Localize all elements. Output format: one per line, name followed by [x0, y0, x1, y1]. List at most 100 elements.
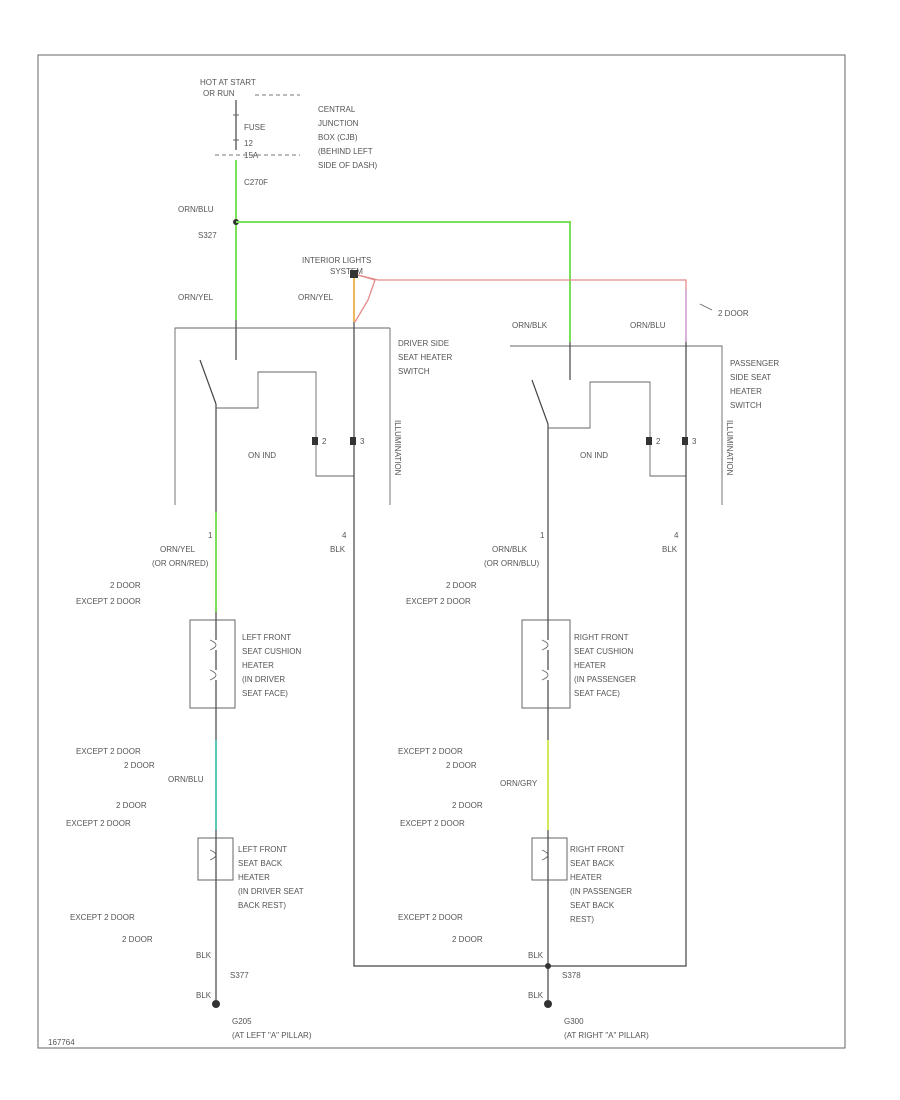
pass-illumination: ILLUMINATION [725, 420, 734, 476]
driver-on-ind: ON IND [248, 451, 276, 460]
pass-switch-label-2: SIDE SEAT [730, 373, 771, 382]
right-splice: S378 [562, 971, 581, 980]
right-two-door-1: 2 DOOR [446, 581, 477, 590]
left-cushion-heater [189, 619, 236, 709]
left-cushion-3: HEATER [242, 661, 274, 670]
pass-switch-label-3: HEATER [730, 387, 762, 396]
right-ground-icon [544, 1000, 552, 1008]
right-pin-1: 1 [540, 531, 545, 540]
left-pin-1: 1 [208, 531, 213, 540]
left-two-door-1: 2 DOOR [110, 581, 141, 590]
pass-wire-1: ORN/BLK [512, 321, 548, 330]
driver-on-ind-led [312, 437, 318, 445]
interior-lights-red-wire [357, 274, 687, 342]
fuse-number: 12 [244, 139, 253, 148]
passenger-switch-housing [510, 345, 723, 505]
driver-ind-ground [315, 440, 354, 477]
left-cushion-4: (IN DRIVER [242, 675, 285, 684]
left-pin-4: 4 [342, 531, 347, 540]
driver-illum-wire [354, 274, 376, 323]
pass-pin-2: 2 [656, 437, 661, 446]
right-cushion-2: SEAT CUSHION [574, 647, 633, 656]
driver-switch-contact [199, 359, 217, 405]
left-except-2: EXCEPT 2 DOOR [76, 747, 141, 756]
right-except-1: EXCEPT 2 DOOR [406, 597, 471, 606]
interior-lights-label-2: SYSTEM [330, 267, 363, 276]
left-blk-a: BLK [330, 545, 346, 554]
driver-pin-3: 3 [360, 437, 365, 446]
driver-switch-housing [174, 327, 390, 505]
cjb-label-5: SIDE OF DASH) [318, 161, 377, 170]
left-back-3: HEATER [238, 873, 270, 882]
right-cushion-heater [521, 619, 571, 709]
pass-wire-2: ORN/BLU [630, 321, 666, 330]
right-cushion-coil-icon [541, 639, 549, 681]
driver-wire-1: ORN/YEL [178, 293, 214, 302]
two-door-arrow [699, 303, 713, 311]
left-ground-2: (AT LEFT "A" PILLAR) [232, 1031, 312, 1040]
right-back-heater [531, 837, 568, 881]
pass-on-ind: ON IND [580, 451, 608, 460]
connector-c270f: C270F [244, 178, 268, 187]
cjb-label-2: JUNCTION [318, 119, 359, 128]
left-wire-2: (OR ORN/RED) [152, 559, 209, 568]
pass-switch-label-4: SWITCH [730, 401, 762, 410]
cjb-label-3: BOX (CJB) [318, 133, 358, 142]
right-cushion-5: SEAT FACE) [574, 689, 620, 698]
right-splice-dot [545, 963, 551, 969]
right-blk-b: BLK [528, 951, 544, 960]
right-two-door-4: 2 DOOR [452, 935, 483, 944]
left-cushion-1: LEFT FRONT [242, 633, 291, 642]
driver-switch-label-3: SWITCH [398, 367, 430, 376]
right-cushion-3: HEATER [574, 661, 606, 670]
driver-switch-label-1: DRIVER SIDE [398, 339, 449, 348]
right-except-4: EXCEPT 2 DOOR [398, 913, 463, 922]
two-door-arrow-label: 2 DOOR [718, 309, 749, 318]
pass-on-ind-circuit [548, 381, 651, 440]
figure-id: 167764 [48, 1038, 75, 1047]
left-blk-b: BLK [196, 951, 212, 960]
illumination-return-wire [353, 520, 687, 967]
power-source-label: HOT AT START [200, 78, 256, 87]
right-ground-1: G300 [564, 1017, 584, 1026]
pass-pin-3: 3 [692, 437, 697, 446]
driver-wire-2: ORN/YEL [298, 293, 334, 302]
cjb-label-4: (BEHIND LEFT [318, 147, 373, 156]
left-wire-3: ORN/BLU [168, 775, 204, 784]
left-back-2: SEAT BACK [238, 859, 283, 868]
left-wire-1: ORN/YEL [160, 545, 196, 554]
right-blk-a: BLK [662, 545, 678, 554]
pass-illum-led [682, 437, 688, 445]
feed-to-passenger-wire [236, 221, 571, 342]
left-back-coil-icon [209, 849, 217, 861]
right-wire-1: ORN/BLK [492, 545, 528, 554]
right-two-door-3: 2 DOOR [452, 801, 483, 810]
left-back-1: LEFT FRONT [238, 845, 287, 854]
right-back-2: SEAT BACK [570, 859, 615, 868]
driver-on-ind-circuit [216, 371, 317, 440]
cjb-label-1: CENTRAL [318, 105, 356, 114]
interior-lights-label-1: INTERIOR LIGHTS [302, 256, 371, 265]
power-source-label-2: OR RUN [203, 89, 235, 98]
right-cushion-1: RIGHT FRONT [574, 633, 629, 642]
right-back-coil-icon [541, 849, 549, 861]
right-pin-4: 4 [674, 531, 679, 540]
left-ground-1: G205 [232, 1017, 252, 1026]
right-blk-c: BLK [528, 991, 544, 1000]
left-except-4: EXCEPT 2 DOOR [70, 913, 135, 922]
left-two-door-4: 2 DOOR [122, 935, 153, 944]
right-except-2: EXCEPT 2 DOOR [398, 747, 463, 756]
right-wire-3: ORN/GRY [500, 779, 538, 788]
pass-switch-label-1: PASSENGER [730, 359, 779, 368]
left-cushion-5: SEAT FACE) [242, 689, 288, 698]
right-back-1: RIGHT FRONT [570, 845, 625, 854]
right-except-3: EXCEPT 2 DOOR [400, 819, 465, 828]
left-cushion-2: SEAT CUSHION [242, 647, 301, 656]
fuse-rating: 15A [244, 151, 259, 160]
left-back-5: BACK REST) [238, 901, 286, 910]
pass-ind-ground [649, 440, 686, 477]
left-two-door-3: 2 DOOR [116, 801, 147, 810]
fuse-icon [233, 114, 239, 141]
left-except-3: EXCEPT 2 DOOR [66, 819, 131, 828]
